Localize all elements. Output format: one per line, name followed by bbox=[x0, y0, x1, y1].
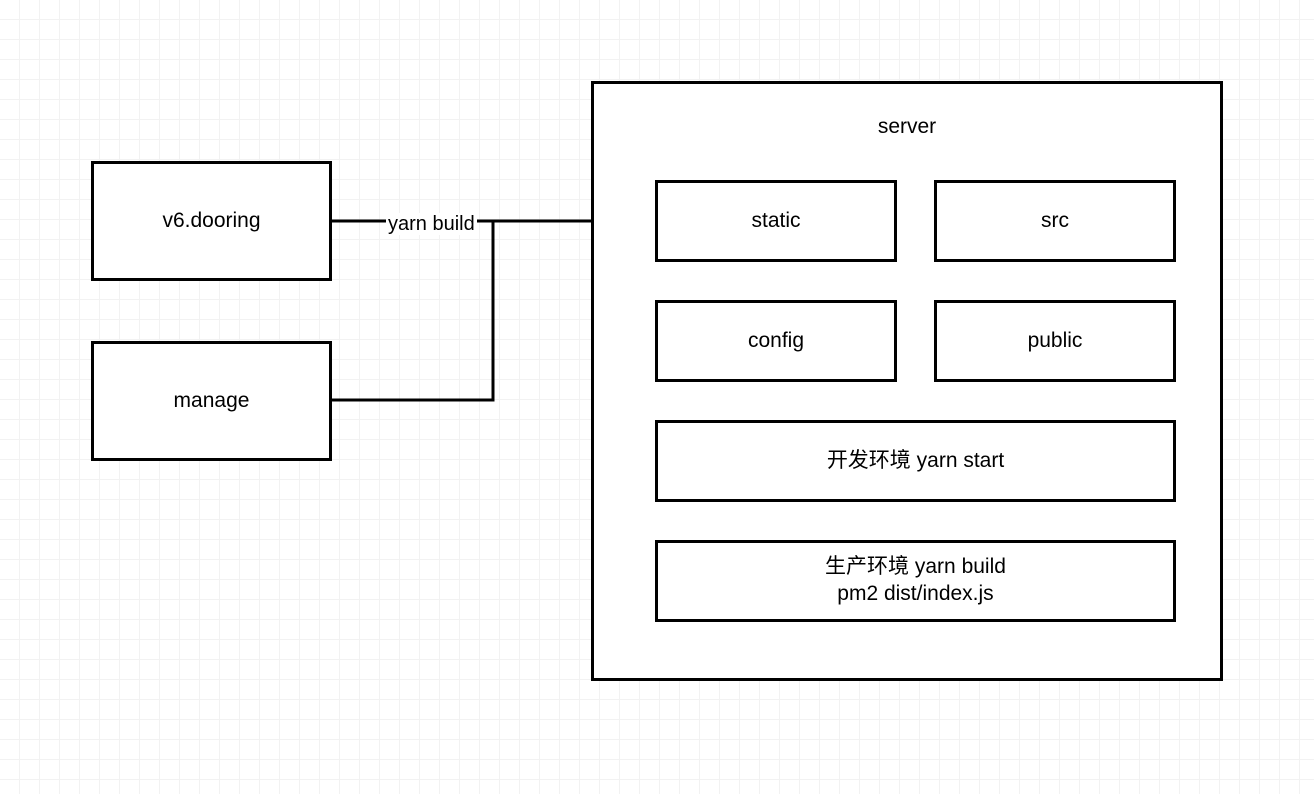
node-src[interactable]: src bbox=[934, 180, 1176, 262]
node-config-label: config bbox=[747, 328, 805, 352]
node-manage[interactable]: manage bbox=[91, 341, 332, 461]
node-prod-environment-label: 生产环境 yarn build pm2 dist/index.js bbox=[825, 555, 1006, 605]
node-public[interactable]: public bbox=[934, 300, 1176, 382]
node-config[interactable]: config bbox=[655, 300, 897, 382]
node-v6-dooring[interactable]: v6.dooring bbox=[91, 161, 332, 281]
node-static-label: static bbox=[751, 208, 801, 232]
node-server-label: server bbox=[877, 115, 937, 138]
node-dev-environment-label: 开发环境 yarn start bbox=[826, 448, 1005, 472]
node-prod-environment[interactable]: 生产环境 yarn build pm2 dist/index.js bbox=[655, 540, 1176, 622]
node-static[interactable]: static bbox=[655, 180, 897, 262]
node-dev-environment[interactable]: 开发环境 yarn start bbox=[655, 420, 1176, 502]
node-manage-label: manage bbox=[173, 388, 250, 412]
node-src-label: src bbox=[1041, 208, 1069, 232]
node-public-label: public bbox=[1027, 328, 1083, 352]
edge-manage-to-server bbox=[331, 221, 495, 402]
node-v6-dooring-label: v6.dooring bbox=[162, 208, 261, 232]
edge-label-yarn-build: yarn build bbox=[386, 213, 477, 235]
